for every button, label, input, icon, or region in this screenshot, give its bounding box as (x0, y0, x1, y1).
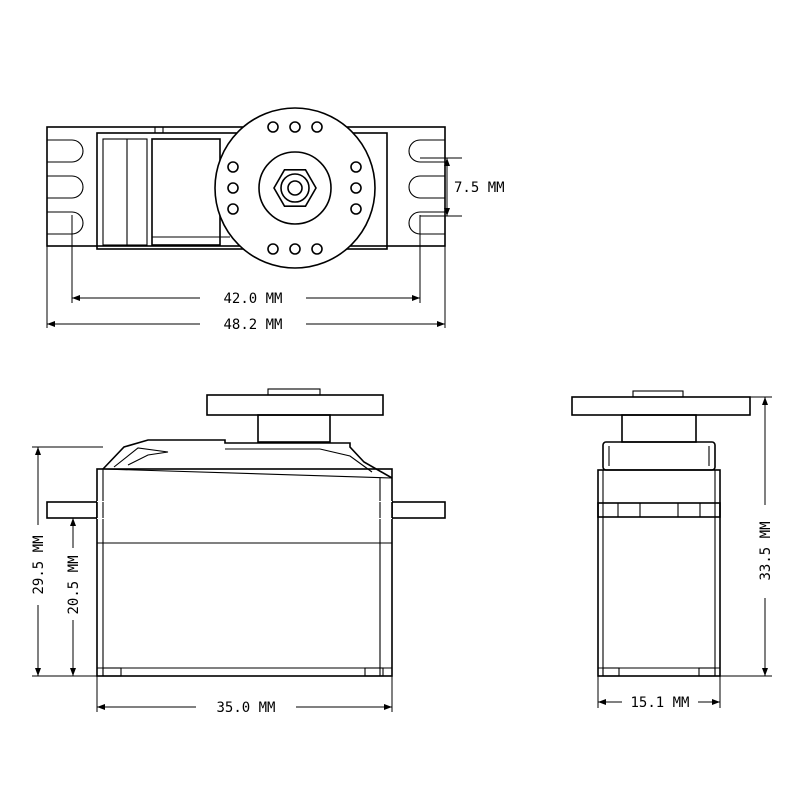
horn-hub-hex (273, 169, 317, 207)
dim-body-height (66, 517, 97, 676)
label-overall-height: 29.5 MM (31, 535, 47, 594)
label-body-length: 35.0 MM (216, 700, 275, 716)
left-slot-bottom (47, 211, 84, 235)
label-body-height: 20.5 MM (66, 555, 82, 614)
horn-hub-ring (258, 151, 332, 225)
dim-slot-pitch (420, 157, 462, 217)
front-output-hub (257, 414, 331, 443)
label-overall-length: 48.2 MM (223, 317, 282, 333)
side-case-body (597, 469, 721, 677)
top-case-inner-left (102, 138, 148, 246)
side-view: 33.5 MM 15.1 MM (571, 390, 774, 711)
dim-body-length (96, 676, 393, 712)
label-mount-hole-spacing: 42.0 MM (223, 291, 282, 307)
right-slot-top (408, 139, 445, 163)
right-slot-bottom (408, 211, 445, 235)
horn-screw-hole (287, 180, 303, 196)
dim-body-width (597, 676, 721, 708)
dim-total-height (720, 396, 772, 677)
top-case-inner-block (151, 138, 221, 246)
front-view: 29.5 MM 20.5 MM 35.0 MM (31, 388, 446, 716)
side-horn (571, 396, 751, 416)
horn-spline (280, 173, 310, 203)
output-horn (214, 107, 376, 269)
dim-mount-hole-spacing (72, 295, 420, 301)
side-output-hub (621, 414, 697, 443)
left-slot-top (47, 139, 84, 163)
side-top-cap (602, 441, 716, 471)
front-horn (206, 394, 384, 416)
front-horn-screw (267, 388, 321, 396)
label-total-height: 33.5 MM (758, 521, 774, 580)
left-slot-middle (47, 175, 84, 199)
top-view: 7.5 MM 42.0 MM 48.2 MM (46, 107, 505, 333)
dim-overall-height (32, 446, 103, 677)
dim-overall-length (47, 321, 445, 327)
front-top-cap (102, 439, 393, 479)
label-slot-pitch: 7.5 MM (454, 180, 505, 196)
label-body-width: 15.1 MM (630, 695, 689, 711)
front-case-body (96, 468, 393, 677)
side-mounting-flange (597, 502, 721, 518)
right-slot-middle (408, 175, 445, 199)
side-horn-screw (632, 390, 684, 398)
horn-holes (227, 121, 362, 255)
